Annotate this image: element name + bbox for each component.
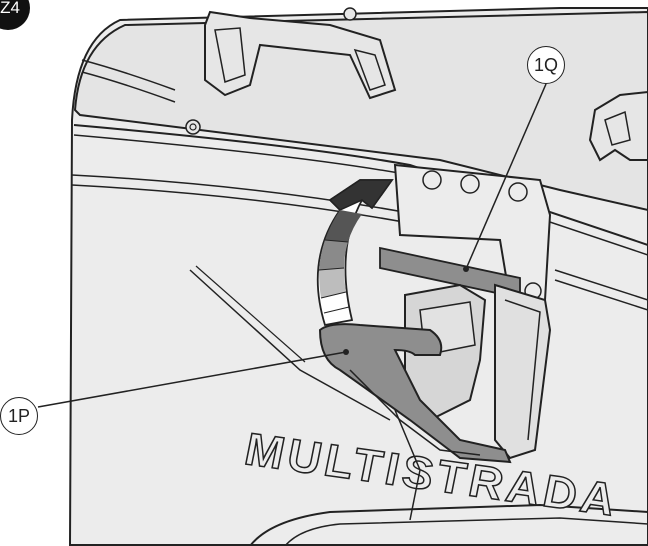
latch-hook [318, 323, 512, 464]
bottom-recess-2 [284, 517, 648, 546]
latch-lever [494, 283, 552, 460]
body-crease [189, 269, 391, 421]
callout-label-1p: 1P [7, 405, 31, 426]
bottom-recess [249, 503, 648, 546]
latch-rivet-3 [508, 182, 528, 202]
latch-rivet [422, 170, 442, 190]
lid-seam-line [73, 124, 648, 246]
lid-edge-curve [81, 59, 176, 91]
leader-line-1q [465, 83, 547, 270]
body-rib-line-4 [554, 279, 648, 311]
body-rib-line [71, 174, 421, 216]
callout-1q: 1Q [527, 46, 565, 84]
top-handle [204, 10, 397, 100]
body-crease-2 [195, 265, 306, 363]
latch-hook-body-rail [394, 409, 421, 521]
screw-head-inner [189, 123, 197, 131]
handle-screw [343, 7, 357, 21]
latch-lever-edge [504, 299, 541, 441]
latch-rivet-2 [460, 174, 480, 194]
top-handle-inner [214, 27, 246, 83]
top-handle-inner-2 [353, 48, 386, 91]
rotation-arrow [316, 179, 394, 327]
figure-number-badge: Z4 [0, 0, 30, 30]
figure-number: Z4 [0, 0, 20, 17]
lid-seam-line-2 [73, 134, 648, 256]
leader-dot-1q [463, 266, 469, 272]
callout-label-1q: 1Q [533, 54, 558, 75]
leader-line-1p [37, 351, 347, 408]
leader-dot-1p [343, 349, 349, 355]
screw-head [185, 119, 201, 135]
right-handle-inner [604, 110, 631, 146]
body-rib-line-3 [554, 269, 648, 301]
latch-hook-inner [349, 369, 481, 456]
callout-1p: 1P [0, 397, 38, 435]
lid-edge-curve-2 [81, 71, 176, 103]
body-rib-line-2 [71, 184, 421, 226]
right-handle [588, 90, 648, 162]
